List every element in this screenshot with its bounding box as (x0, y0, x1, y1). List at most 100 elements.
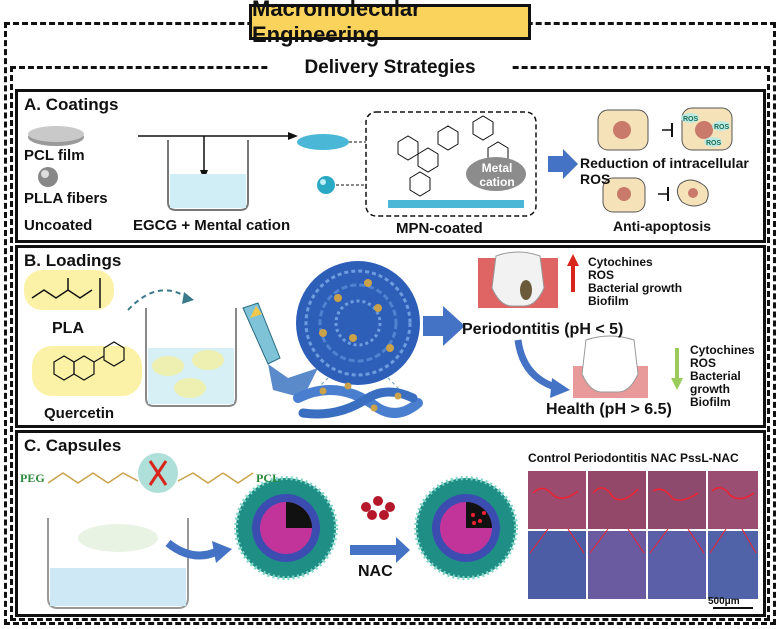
egcg-label: EGCG + Mental cation (133, 217, 291, 234)
histo-zoom-5 (649, 528, 669, 554)
histo-line-2 (592, 487, 639, 501)
nac-dot-3 (385, 502, 395, 512)
mpn-zoom-box (365, 111, 537, 217)
histo-perio-top (588, 471, 646, 529)
plla-fibers-label: PLLA fibers (24, 190, 108, 207)
pcl-label: PCL (256, 471, 280, 485)
ros-tag-3: ROS (706, 140, 722, 147)
result-arrow-a (548, 149, 578, 179)
pcl-film-top (28, 126, 84, 142)
linker-left (107, 472, 139, 484)
healthy-tooth (581, 335, 639, 393)
panel-loadings: B. Loadings PLA Quercetin Periodontitis … (15, 245, 766, 428)
cleavage-mark (148, 460, 168, 486)
nac-label: NAC (358, 563, 393, 580)
coated-film (297, 134, 349, 150)
spinneret-tip (250, 306, 262, 318)
cell-3-nucleus (617, 187, 631, 201)
increase-list: Cytochines ROS Bacterial growth Biofilm (588, 256, 682, 308)
quercetin-structure (53, 341, 125, 381)
histo-zoom-1 (529, 528, 549, 554)
micelle-loaded-cutaway (466, 502, 492, 528)
assembly-arrow-head (212, 541, 232, 563)
micelle-empty-corona (234, 476, 338, 580)
cell-2-nucleus (695, 121, 713, 139)
apoptotic-nucleus (688, 188, 698, 198)
histo-line-3 (652, 488, 699, 501)
increase-item: Bacterial growth (588, 281, 683, 295)
quercetin-label: Quercetin (44, 405, 115, 422)
coatings-graphics: ROS ROS ROS (28, 107, 733, 217)
loading-arrow (350, 537, 410, 563)
beaker-outline (167, 140, 249, 211)
histo-zoom-8 (741, 528, 757, 554)
micelle-empty-cutaway (286, 502, 312, 528)
ros-tag-2: ROS (714, 124, 730, 131)
ros-blob-3 (704, 137, 722, 147)
zoom-b-2 (387, 377, 409, 399)
panel-c-label: C. Capsules (24, 436, 122, 455)
capsules-graphics (47, 453, 758, 609)
load-arrow-head (182, 292, 194, 304)
micelle-loaded-corona (414, 476, 518, 580)
health-label: Health (pH > 6.5) (546, 401, 672, 418)
mpn-coated-label: MPN-coated (396, 220, 483, 237)
ros-blob-2 (712, 121, 730, 131)
histo-zoom-2 (567, 528, 585, 554)
beaker-b-outline (145, 308, 237, 407)
nac-dot-4 (367, 510, 377, 520)
zp-4 (394, 392, 402, 400)
histo-line-4 (711, 487, 755, 500)
coating-arrow-head (288, 132, 298, 140)
decrease-item: ROS (690, 356, 717, 370)
loaded-nac-2 (478, 519, 482, 523)
fiber-ball (296, 261, 420, 385)
zoom-fiber-1 (293, 385, 423, 418)
histo-zoom-6 (687, 528, 705, 554)
section-subtitle: Delivery Strategies (304, 57, 476, 78)
nac-dot-1 (361, 502, 371, 512)
mol-glow-1 (152, 356, 184, 376)
histo-zoom-4 (627, 528, 645, 554)
mol-glow-2 (192, 350, 224, 370)
increase-arrow (567, 254, 579, 292)
decrease-item: Cytochines (690, 343, 755, 357)
loaded-nac-3 (472, 521, 476, 525)
periodontitis-label: Periodontitis (pH < 5) (462, 321, 624, 338)
beaker-c-glow (78, 524, 158, 552)
histo-zoom-7 (709, 528, 727, 554)
metal-cation-label: Metal cation (479, 161, 515, 189)
beaker-c-outline (47, 518, 189, 609)
plla-sphere (38, 167, 58, 187)
cell-1-nucleus (613, 121, 631, 139)
spinneret (242, 302, 281, 365)
anti-apoptosis-label: Anti-apoptosis (613, 218, 711, 234)
loaded-nac-4 (482, 511, 486, 515)
increase-item: Biofilm (588, 294, 629, 308)
histo-line-1 (532, 487, 579, 499)
tooth-plaque (520, 280, 532, 300)
peg-chain (47, 472, 109, 484)
particle-2 (374, 304, 382, 312)
histo-nac-bottom (648, 531, 706, 599)
panel-a-label: A. Coatings (24, 95, 119, 114)
coated-surface-bar (388, 200, 524, 208)
zp-2 (344, 382, 352, 390)
histo-pssl-bottom (708, 531, 758, 599)
mol-glow-3 (174, 378, 206, 398)
decrease-arrow (671, 348, 683, 390)
assembly-arrow (165, 539, 220, 560)
histology-grid (528, 471, 758, 609)
zp-1 (319, 387, 327, 395)
particle-1 (334, 294, 342, 302)
ros-blob-1 (681, 113, 699, 123)
histo-control-top (528, 471, 586, 529)
nac-dot-5 (379, 510, 389, 520)
main-title: Macromolecular Engineering (249, 0, 531, 47)
pcl-chain (222, 472, 254, 484)
coated-sphere-highlight (320, 179, 326, 185)
histo-zoom-3 (589, 528, 609, 554)
decrease-item: Biofilm (690, 395, 731, 409)
loadings-graphics (24, 251, 683, 419)
increase-item: Cytochines (588, 255, 653, 269)
